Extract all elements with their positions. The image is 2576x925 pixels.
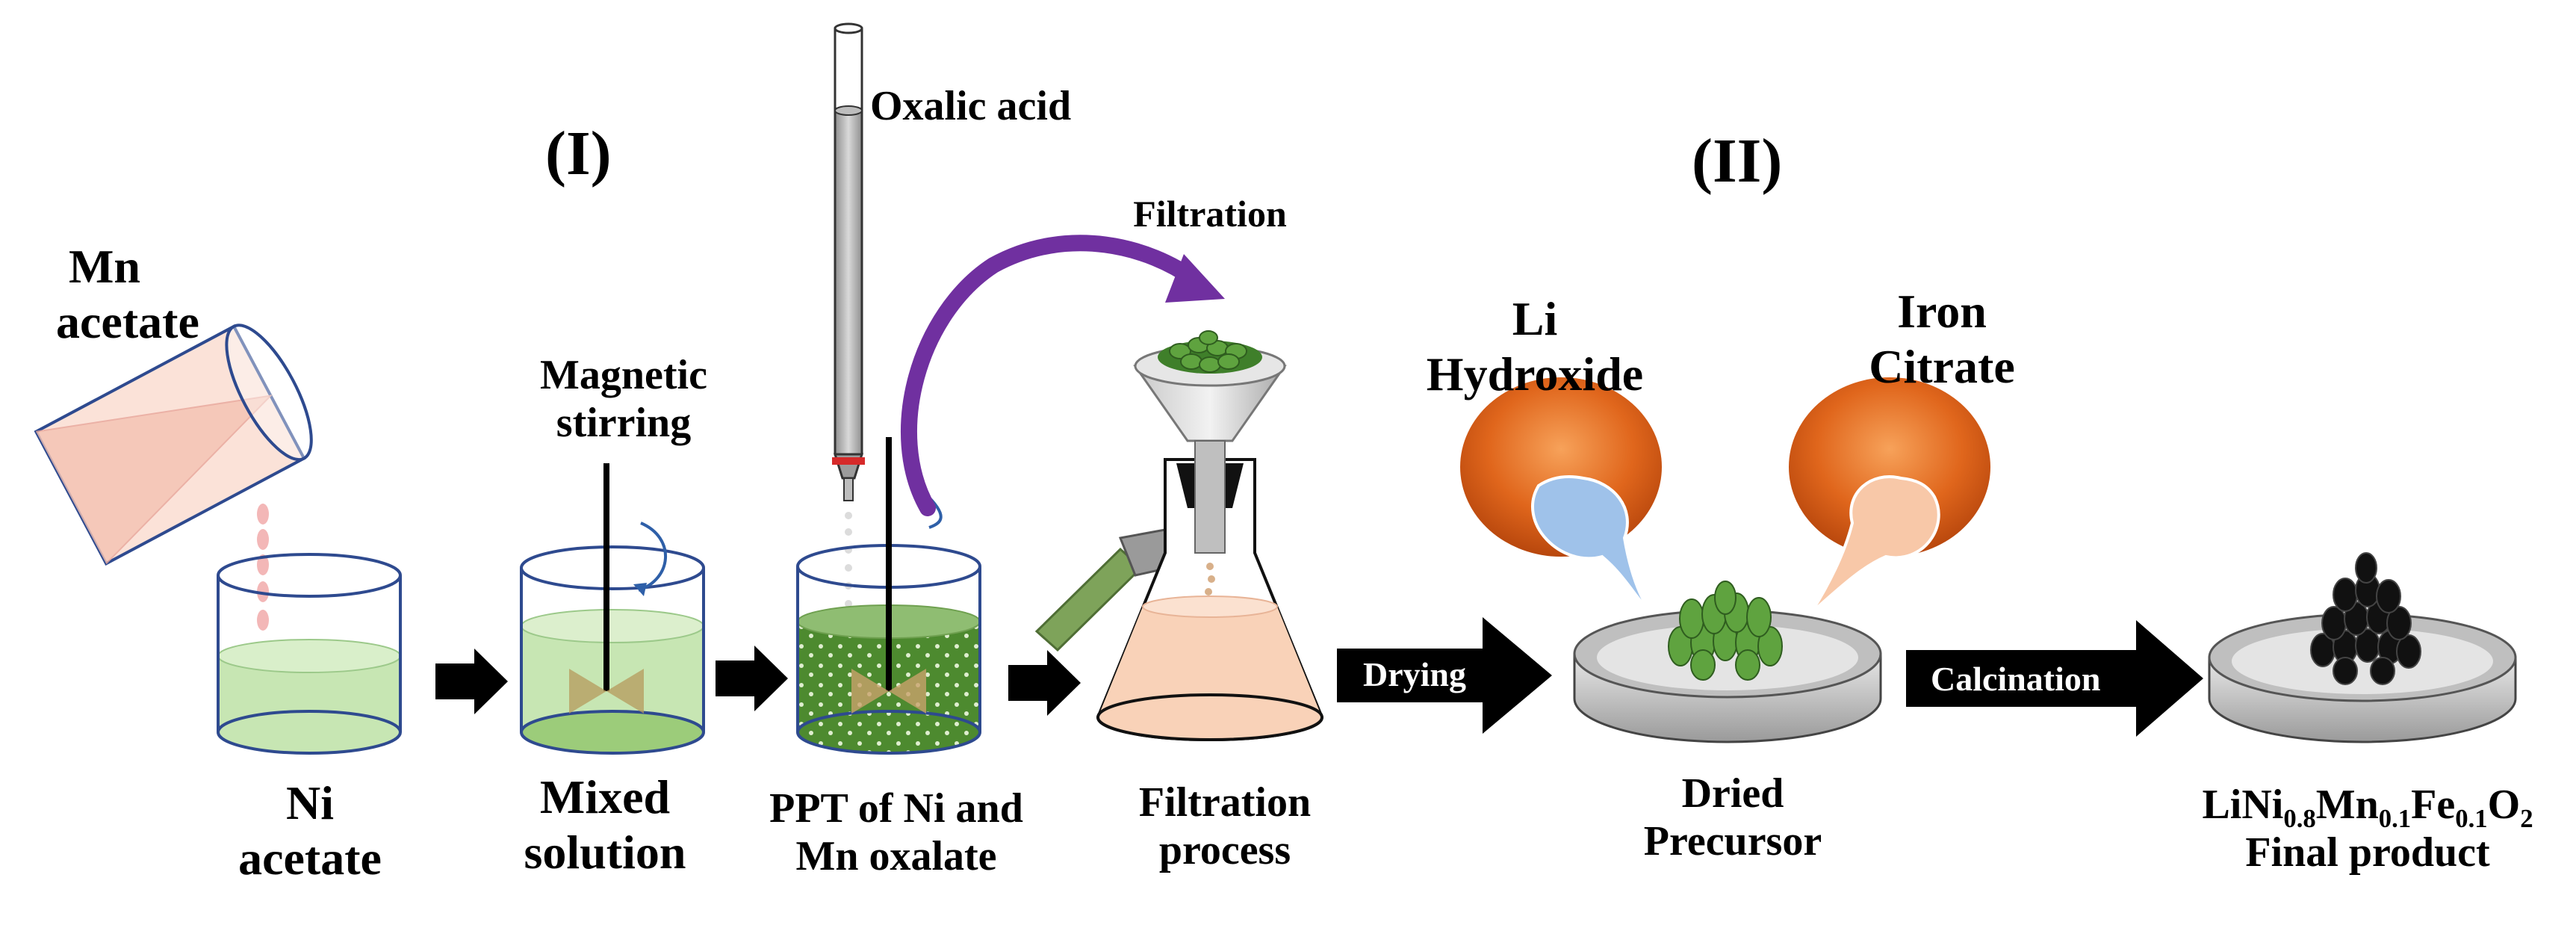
label-iron-citrate: Iron Citrate: [1837, 284, 2046, 394]
stage-label-2: (II): [1692, 126, 1783, 196]
li-hydroxide-blob: [1460, 377, 1662, 614]
label-li-hydroxide-line2: Hydroxide: [1426, 347, 1644, 400]
label-li-hydroxide-line1: Li: [1512, 292, 1558, 345]
label-magnetic-stirring-line1: Magnetic: [540, 352, 707, 398]
formula-sub: 0.1: [2455, 804, 2488, 834]
label-ni-acetate-line2: acetate: [238, 831, 382, 885]
label-dried-precursor-line2: Precursor: [1643, 818, 1822, 865]
burette: [832, 22, 865, 625]
arrow-2: [716, 646, 788, 711]
label-ppt: PPT of Ni and Mn oxalate: [754, 785, 1038, 881]
label-dried-precursor-line1: Dried: [1681, 770, 1784, 817]
drying-arrow-label: Drying: [1363, 655, 1466, 693]
label-final-product-text: Final product: [2245, 829, 2490, 876]
formula-part: Mn: [2315, 782, 2379, 828]
label-ppt-line1: PPT of Ni and: [769, 785, 1023, 832]
label-iron-citrate-line1: Iron: [1897, 285, 1987, 338]
label-dried-precursor: Dried Precursor: [1624, 770, 1841, 866]
label-final-product: LiNi0.8Mn0.1Fe0.1O2 Final product: [2166, 781, 2569, 877]
label-magnetic-stirring: Magnetic stirring: [523, 351, 724, 448]
petri-dish-final: [2208, 552, 2517, 743]
label-mn-acetate: Mn acetate: [56, 239, 199, 349]
calcination-arrow-label: Calcination: [1931, 660, 2101, 698]
final-formula: LiNi0.8Mn0.1Fe0.1O2: [2166, 781, 2569, 832]
formula-sub: 0.1: [2378, 804, 2412, 834]
label-ppt-line2: Mn oxalate: [795, 833, 997, 880]
beaker-ni-acetate: [217, 553, 402, 755]
label-mixed-solution-line2: solution: [524, 825, 686, 879]
stage-label-1: (I): [545, 119, 612, 188]
arrow-1: [435, 649, 508, 714]
formula-sub: 0.8: [2283, 804, 2316, 834]
label-mixed-solution: Mixed solution: [500, 770, 710, 879]
label-li-hydroxide: Li Hydroxide: [1408, 291, 1662, 401]
beaker-mixed-solution: [520, 463, 705, 755]
label-oxalic-acid: Oxalic acid: [870, 83, 1072, 129]
process-arrows: [435, 617, 2203, 737]
label-filtration: Filtration: [1133, 193, 1287, 235]
label-ni-acetate-line1: Ni: [286, 776, 334, 829]
label-filtration-process-line1: Filtration: [1138, 779, 1312, 826]
pouring-beaker: [34, 324, 313, 566]
formula-sub: 2: [2520, 804, 2533, 834]
formula-part: O: [2487, 782, 2521, 828]
formula-part: Fe: [2411, 782, 2456, 828]
filtration-curve-arrow: [901, 235, 1203, 516]
label-ni-acetate: Ni acetate: [217, 776, 403, 885]
formula-part: LiNi: [2202, 782, 2284, 828]
calcination-arrow: [1906, 620, 2203, 737]
label-mn-acetate-line2: acetate: [56, 294, 199, 348]
petri-dish-precursor: [1573, 581, 1882, 743]
arrow-3: [1008, 650, 1081, 716]
label-magnetic-stirring-line2: stirring: [556, 400, 692, 447]
label-mn-acetate-line1: Mn: [69, 240, 140, 293]
label-filtration-process-line2: process: [1158, 827, 1291, 874]
beaker-ppt: [796, 437, 981, 755]
filtration-setup: [1034, 330, 1324, 741]
iron-citrate-blob: [1789, 377, 1990, 614]
drying-arrow: [1337, 617, 1552, 734]
label-iron-citrate-line2: Citrate: [1869, 339, 2015, 393]
label-filtration-process: Filtration process: [1113, 779, 1337, 875]
label-mixed-solution-line1: Mixed: [539, 770, 671, 823]
